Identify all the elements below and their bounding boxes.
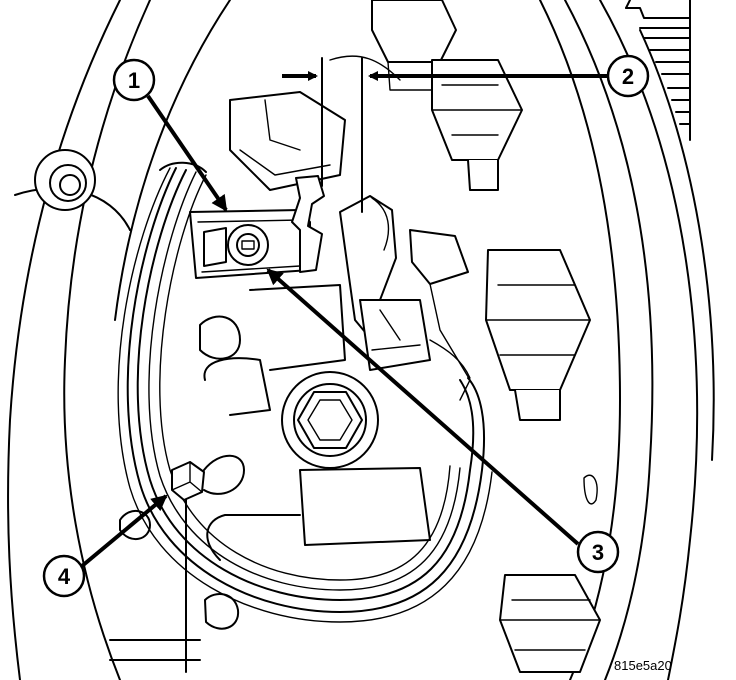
center-hex-bolt: [281, 371, 379, 469]
callout-3: 3: [576, 530, 620, 574]
ring-gear-teeth: [625, 0, 691, 141]
bolt-hole: [34, 149, 96, 211]
callout-2: 2: [606, 54, 650, 98]
gap-measurement: [282, 57, 612, 213]
callout-1-label: 1: [128, 68, 140, 93]
flange-bolt-4: [499, 574, 601, 673]
leader-line-1: [146, 94, 228, 212]
callout-2-label: 2: [622, 64, 634, 89]
leader-line-3: [266, 268, 580, 546]
sensor-body: [339, 195, 471, 401]
wiring-harness: [117, 161, 493, 623]
callout-1: 1: [112, 58, 156, 102]
callout-4-label: 4: [58, 564, 71, 589]
wire-tie: [171, 454, 245, 673]
callout-3-label: 3: [592, 540, 604, 565]
flange-bolt-3: [485, 249, 591, 421]
rear-bolt: [229, 91, 346, 191]
housing: [7, 0, 715, 680]
sensor-bracket: [189, 175, 325, 279]
callout-4: 4: [42, 554, 86, 598]
leader-line-4: [80, 494, 168, 568]
figure-reference: 815e5a20: [614, 658, 672, 673]
flange-bolt-2: [431, 59, 523, 191]
